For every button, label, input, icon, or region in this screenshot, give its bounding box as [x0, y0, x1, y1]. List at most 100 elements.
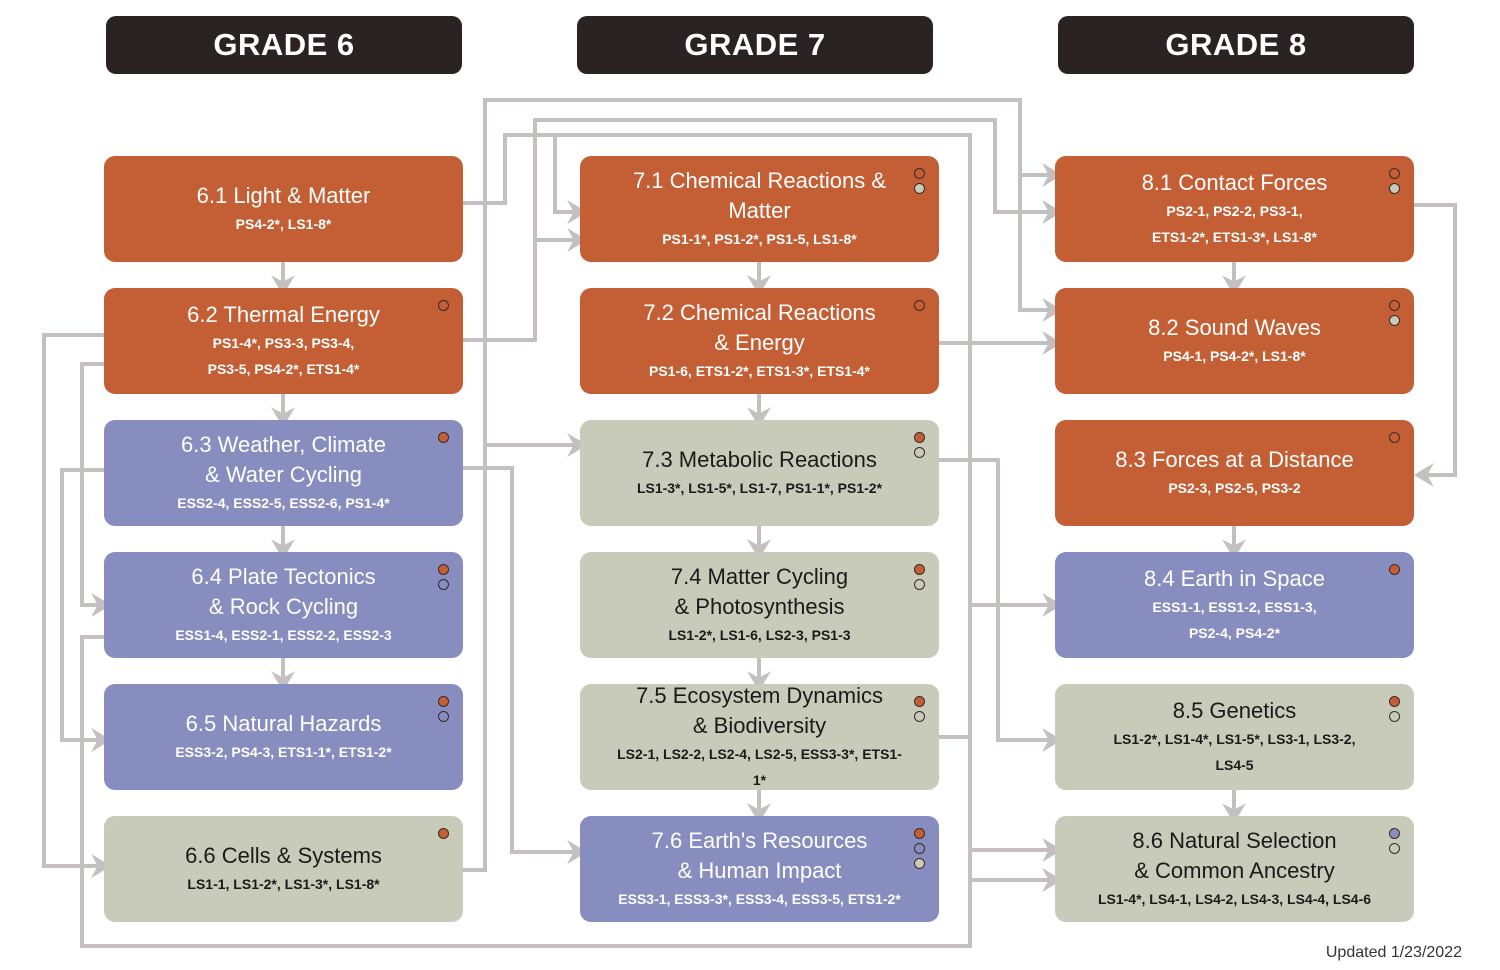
connection-dots: [438, 828, 449, 839]
unit-title: Matter: [728, 198, 791, 223]
circle-green-icon: [914, 183, 925, 194]
standards-codes: LS1-3*, LS1-5*, LS1-7, PS1-1*, PS1-2*: [636, 480, 883, 496]
connection-dots: [438, 696, 449, 722]
circle-orange-icon: [914, 696, 925, 707]
connection-dots: [1389, 564, 1400, 575]
circle-orange-icon: [1389, 564, 1400, 575]
unit-title: 7.1 Chemical Reactions &: [632, 168, 887, 193]
standards-codes: LS1-1, LS1-2*, LS1-3*, LS1-8*: [187, 876, 380, 892]
standards-codes: LS1-2*, LS1-6, LS2-3, PS1-3: [668, 627, 851, 643]
unit-title: 6.3 Weather, Climate: [180, 432, 387, 457]
circle-green-icon: [914, 858, 925, 869]
unit-title: 6.2 Thermal Energy: [187, 302, 380, 327]
standards-codes: ESS1-4, ESS2-1, ESS2-2, ESS2-3: [175, 627, 392, 643]
unit-title: 6.5 Natural Hazards: [185, 711, 382, 736]
unit-title: 6.1 Light & Matter: [196, 183, 371, 208]
standards-codes: ESS2-4, ESS2-5, ESS2-6, PS1-4*: [177, 495, 390, 511]
unit-title: 8.6 Natural Selection: [1132, 828, 1337, 853]
circle-purple-icon: [1389, 828, 1400, 839]
circle-empty-icon: [438, 711, 449, 722]
circle-orange-icon: [914, 828, 925, 839]
link-7-3-to-8-5: [938, 458, 1063, 752]
unit-title: 8.3 Forces at a Distance: [1115, 447, 1354, 472]
standards-codes: ESS1-1, ESS1-2, ESS1-3,: [1152, 599, 1317, 615]
circle-green-icon: [1389, 183, 1400, 194]
grade-header: GRADE 6: [106, 16, 462, 74]
unit-title: & Biodiversity: [692, 713, 827, 738]
link-top-to-8-2: [1018, 175, 1063, 322]
link-7-5-to-8-6: [938, 735, 1063, 862]
circle-green-icon: [1389, 315, 1400, 326]
link-6-1-to-7-1: [463, 133, 588, 224]
connection-dots: [1389, 300, 1400, 326]
unit-title: 8.5 Genetics: [1172, 698, 1297, 723]
circle-empty-icon: [1389, 843, 1400, 854]
link-6-3-to-7-6: [463, 466, 588, 864]
circle-orange-icon: [914, 564, 925, 575]
standards-codes: PS2-4, PS4-2*: [1188, 625, 1281, 641]
standards-codes: PS4-2*, LS1-8*: [235, 216, 332, 232]
circle-empty-icon: [438, 579, 449, 590]
standards-codes: LS2-1, LS2-2, LS2-4, LS2-5, ESS3-3*, ETS…: [617, 746, 902, 788]
standards-codes: LS4-5: [1215, 757, 1254, 773]
unit-title: 8.2 Sound Waves: [1148, 315, 1321, 340]
circle-orange-icon: [438, 432, 449, 443]
unit-title: & Energy: [714, 330, 805, 355]
connection-dots: [1389, 432, 1400, 443]
circle-empty-icon: [914, 843, 925, 854]
circle-orange-icon: [438, 828, 449, 839]
circle-empty-icon: [1389, 432, 1400, 443]
unit-title: & Photosynthesis: [674, 594, 845, 619]
standards-codes: PS2-1, PS2-2, PS3-1,: [1166, 203, 1303, 219]
link-top-to-8-1: [483, 98, 1063, 445]
unit-title: 6.6 Cells & Systems: [185, 843, 382, 868]
circle-orange-icon: [438, 696, 449, 707]
unit-title: 7.2 Chemical Reactions: [643, 300, 876, 325]
circle-empty-icon: [914, 300, 925, 311]
unit-title: 8.4 Earth in Space: [1143, 566, 1325, 591]
unit-title: 7.6 Earth's Resources: [651, 828, 868, 853]
circle-orange-icon: [1389, 696, 1400, 707]
circle-empty-icon: [914, 579, 925, 590]
standards-codes: PS3-5, PS4-2*, ETS1-4*: [207, 361, 360, 377]
link-6-6-up: [463, 445, 487, 872]
link-8-1-to-8-3: [1413, 203, 1457, 487]
connection-dots: [914, 432, 925, 458]
connection-dots: [914, 564, 925, 590]
standards-codes: ESS3-1, ESS3-3*, ESS3-4, ESS3-5, ETS1-2*: [618, 891, 901, 907]
link-6-3-to-6-5: [60, 468, 112, 752]
unit-title: & Human Impact: [677, 858, 842, 883]
connection-dots: [1389, 828, 1400, 854]
link-6-2-to-7-1-8-1: [463, 118, 1063, 342]
unit-title: & Rock Cycling: [208, 594, 359, 619]
unit-title: 6.4 Plate Tectonics: [191, 564, 376, 589]
connection-dots: [914, 696, 925, 722]
circle-orange-icon: [438, 564, 449, 575]
grade-header: GRADE 8: [1058, 16, 1414, 74]
link-6-2-to-6-4: [80, 362, 112, 617]
standards-codes: ESS3-2, PS4-3, ETS1-1*, ETS1-2*: [175, 744, 392, 760]
connection-dots: [438, 432, 449, 443]
connection-dots: [914, 168, 925, 194]
unit-title: & Common Ancestry: [1134, 858, 1335, 883]
link-6-2-to-6-6: [42, 333, 112, 878]
standards-codes: PS1-6, ETS1-2*, ETS1-3*, ETS1-4*: [649, 363, 870, 379]
updated-date: Updated 1/23/2022: [1325, 944, 1462, 961]
circle-empty-icon: [914, 711, 925, 722]
circle-empty-icon: [1389, 300, 1400, 311]
unit-title: 7.4 Matter Cycling: [670, 564, 849, 589]
unit-title: & Water Cycling: [205, 462, 362, 487]
